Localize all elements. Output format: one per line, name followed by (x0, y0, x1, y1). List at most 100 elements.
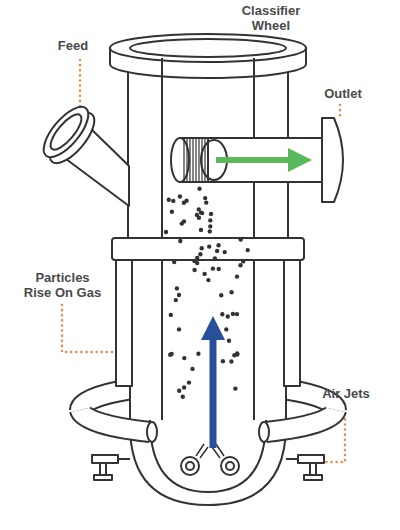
particle-dot (169, 352, 173, 356)
illustration-part (100, 463, 106, 475)
particle-dot (172, 260, 176, 264)
particle-dot (221, 359, 225, 363)
wheel-rib (183, 139, 184, 181)
particle-dot (233, 386, 237, 390)
particle-dot (213, 256, 217, 260)
particle-dot (175, 286, 179, 290)
particle-dot (206, 278, 210, 282)
vessel-wall (116, 258, 132, 386)
illustration-part (310, 463, 316, 475)
illustration-part (304, 475, 322, 480)
particle-dot (229, 290, 233, 294)
inner-tube (161, 260, 163, 420)
particle-dot (220, 312, 224, 316)
particle-dot (204, 200, 208, 204)
particle-dot (171, 199, 175, 203)
outlet-pipe (200, 138, 326, 182)
particle-dot (235, 274, 239, 278)
particle-dot (192, 268, 196, 272)
illustration-part (94, 475, 112, 480)
top-rim (110, 34, 306, 62)
particle-dot (197, 187, 201, 191)
outflow-arrow (216, 157, 300, 163)
illustration-part (226, 462, 234, 470)
particle-dot (219, 293, 223, 297)
air-nozzle (181, 444, 239, 475)
particle-dot (182, 356, 186, 360)
particle-dot (209, 212, 213, 216)
particle-dot (199, 228, 203, 232)
wheel-rib (189, 139, 190, 181)
particle-dot (196, 352, 200, 356)
particle-dot (192, 259, 196, 263)
illustration-part (36, 34, 343, 505)
part-label: Air Jets (318, 386, 374, 401)
particle-dots (164, 187, 250, 399)
air-ring-front (80, 410, 150, 432)
particle-dot (181, 395, 185, 399)
particle-dot (178, 194, 182, 198)
vessel-bowl (150, 420, 266, 492)
part-label: Classifier Wheel (238, 3, 304, 33)
leader-line (79, 60, 82, 108)
valve-fitting (92, 455, 324, 480)
particle-dot (211, 266, 215, 270)
leader-line (339, 105, 342, 118)
illustration-part (196, 444, 208, 458)
particle-dot (178, 239, 182, 243)
gas-flow-arrowhead (201, 316, 225, 340)
ring-opening (147, 422, 157, 442)
outlet-flange (322, 118, 343, 202)
particle-dot (177, 389, 181, 393)
air-ring-front (80, 410, 150, 432)
gas-flow-arrow (210, 338, 217, 448)
particle-dot (169, 313, 173, 317)
particle-dot (208, 224, 212, 228)
particle-dot (187, 380, 191, 384)
particle-dot (208, 229, 212, 233)
particle-dot (182, 385, 186, 389)
particle-dot (208, 218, 212, 222)
particle-dot (207, 244, 211, 248)
particle-dot (167, 198, 171, 202)
particle-dot (184, 199, 188, 203)
particle-dot (216, 243, 220, 247)
particle-dot (177, 327, 181, 331)
particle-dot (202, 272, 206, 276)
illustration-part (118, 458, 130, 460)
inner-tube (253, 260, 255, 420)
particle-dot (177, 293, 181, 297)
air-ring-front (266, 410, 336, 432)
particle-dot (215, 249, 219, 253)
illustration-part (186, 462, 194, 470)
particle-dot (246, 248, 250, 252)
illustration-part (286, 458, 298, 460)
wheel-rib (198, 139, 199, 181)
wheel-rib (192, 139, 193, 181)
particle-dot (200, 246, 204, 250)
particle-dot (227, 339, 231, 343)
particle-dot (197, 207, 201, 211)
particle-dot (235, 312, 239, 316)
illustration-part (221, 457, 239, 475)
feed-flange (36, 100, 96, 164)
part-label: Outlet (318, 86, 368, 101)
illustration-part (92, 455, 118, 463)
particle-dot (239, 237, 243, 241)
particle-dot (190, 367, 194, 371)
vessel-wall (284, 258, 300, 386)
illustration-part (181, 457, 199, 475)
particle-dot (203, 196, 207, 200)
particle-dot (226, 314, 230, 318)
inner-tube (161, 58, 163, 238)
particle-dot (231, 312, 235, 316)
classifier-wheel (180, 138, 208, 182)
ring-opening (259, 422, 269, 442)
part-label: Feed (52, 38, 94, 53)
classifier-wheel (171, 138, 189, 182)
particle-dot (238, 263, 242, 267)
particle-dot (241, 259, 245, 263)
particle-dot (200, 211, 204, 215)
